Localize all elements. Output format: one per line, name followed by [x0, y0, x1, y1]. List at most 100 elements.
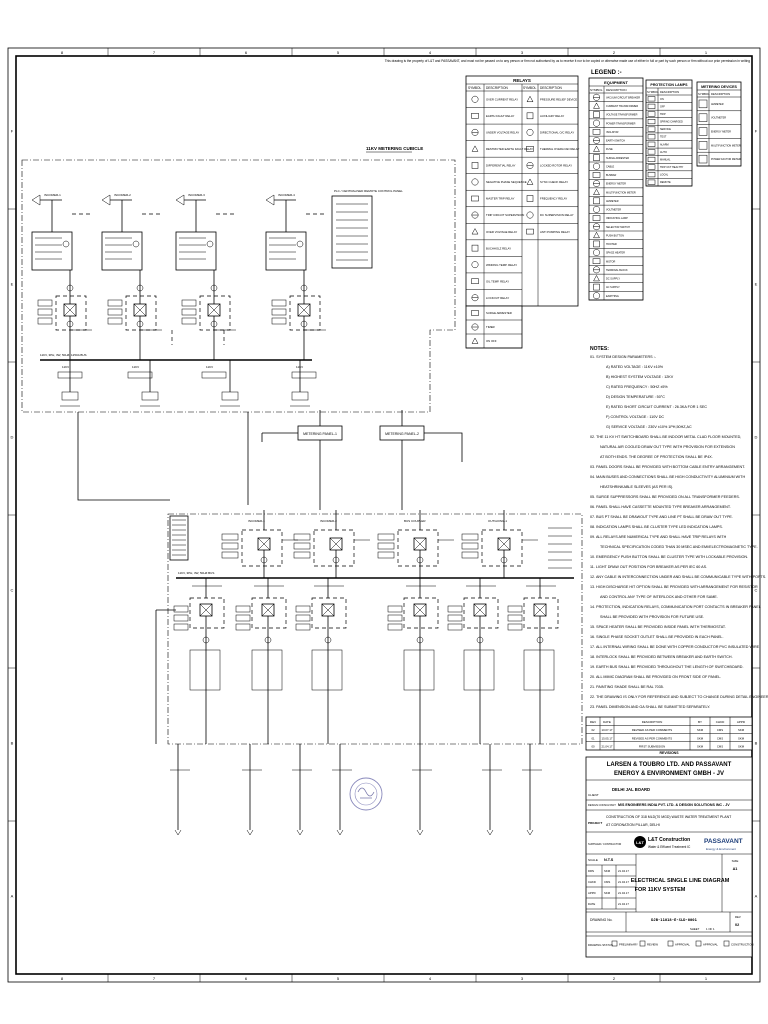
approval-stamp — [349, 777, 383, 811]
note-line: 11. LIGHT DRAW OUT POSITION FOR BREAKER … — [590, 565, 707, 569]
relay-panel-box — [101, 231, 143, 271]
revision-cell: 02 — [591, 728, 595, 732]
project-line-2: AT CORONATION PILLAR, DELHI — [606, 823, 660, 827]
relay-icon — [461, 542, 479, 550]
feeder-compartment — [311, 649, 343, 691]
passavant-sub: Energy & Environment — [706, 847, 736, 851]
scale-value: N.T.S — [604, 858, 614, 862]
lamp-legend-item: TRIP — [660, 113, 666, 116]
lamp-symbol — [647, 111, 656, 117]
plc-panel-label: PLC / CENTRALISED REMOTE CONTROL PANEL — [334, 189, 403, 193]
relay-icon — [221, 533, 239, 541]
revision-cell: SKM — [697, 728, 704, 732]
feeder-compartment — [523, 649, 555, 691]
svg-text:11KV: 11KV — [206, 365, 213, 369]
lamp-symbol — [647, 126, 656, 132]
metering-panel-2-label: METERING PANEL-2 — [385, 432, 419, 436]
relay-legend-item: DC SUPERVISION RELAY — [540, 213, 574, 217]
legend-symbol — [471, 195, 479, 202]
frame-row-label: D — [755, 435, 758, 440]
incomer-label: INCOMER-4 — [278, 193, 295, 197]
feeder-compartment — [251, 649, 283, 691]
note-line: TECHNICAL SPECIFICATION CODED THAN 30 MS… — [600, 545, 758, 549]
lamp-legend-item: LOCAL — [660, 174, 669, 177]
svg-text:11KV: 11KV — [296, 365, 303, 369]
breaker-cross — [321, 603, 335, 617]
feeder-compartment — [403, 649, 435, 691]
legend-symbol — [593, 283, 600, 291]
note-line: 02. THE 11 KV HT SWITCHBOARD SHALL BE IN… — [590, 435, 741, 439]
relay-icon — [295, 605, 311, 613]
relay-icon — [507, 605, 523, 613]
arrow-icon — [174, 829, 182, 836]
metering-legend-item: VOLTMETER — [711, 117, 726, 120]
equipment-legend-item: ENERGY METER — [606, 183, 626, 186]
sign-role: APPD — [588, 891, 596, 895]
frame-row-label: A — [755, 894, 758, 899]
incomer-label: INCOMER-2 — [114, 193, 131, 197]
equipment-legend-item: SPACE HEATER — [606, 252, 625, 255]
feeder-compartment — [189, 649, 221, 691]
breaker-truck — [251, 597, 287, 629]
sign-name: CMS — [604, 880, 610, 884]
lamp-legend-item: OFF — [660, 105, 665, 108]
relay-icon — [293, 551, 311, 559]
legend-symbol — [526, 146, 534, 152]
legend-symbol — [593, 154, 600, 161]
legend-symbol — [593, 205, 600, 213]
equipment-legend-item: MULTIFUNCTION METER — [606, 191, 636, 194]
meter-icon — [206, 240, 214, 248]
relay-legend-item: OVER CURRENT RELAY — [486, 97, 518, 101]
lamp-symbol — [647, 103, 656, 109]
frame-row-label: F — [11, 129, 14, 134]
drawing-no-label: DRAWING No. — [590, 918, 613, 922]
relay-legend-item: THERMAL OVERLOAD RELAY — [540, 147, 579, 151]
frame-column-label: 3 — [521, 976, 524, 981]
relay-icon — [377, 551, 395, 559]
incomer-label: INCOMER-3 — [188, 193, 205, 197]
outgoing-cell — [387, 578, 439, 744]
frame-column-label: 6 — [245, 50, 248, 55]
outgoing-cell — [173, 578, 225, 744]
ct-icon — [536, 636, 544, 644]
note-line: SHALL BE PROVIDED WITH PROVISION FOR FUT… — [600, 615, 704, 619]
relay-icon — [221, 551, 239, 559]
legend-symbol — [593, 188, 600, 195]
metering-col-symbol: SYMBOL — [698, 92, 710, 96]
meter-symbol — [698, 154, 708, 164]
ct-icon — [416, 556, 424, 564]
note-line: AND CONTROL ANY TYPE OF INTERLOCK AND OT… — [600, 595, 718, 599]
status-option-label: REVIEW — [647, 943, 658, 947]
relay-legend-item: PRESSURE RELIEF DEVICE — [540, 97, 577, 101]
legend-symbol — [593, 136, 600, 144]
relay-legend-item: FREQUENCY RELAY — [540, 197, 567, 201]
breaker-truck — [199, 295, 231, 331]
lamp-legend-item: TRIP CKT HEALTHY — [660, 166, 684, 169]
note-line: 03. PANEL DOORS SHALL BE PROVIDED WITH B… — [590, 465, 745, 469]
relay-icon — [293, 542, 311, 550]
feeder-cell: INCOMER-2 — [293, 510, 370, 578]
relay-icon — [507, 623, 523, 631]
legend-symbol — [471, 145, 479, 152]
metering-legend-item: AMMETER — [711, 103, 724, 106]
relay-icon — [235, 614, 251, 622]
protection-lamps-title: PROTECTION LAMPS — [650, 83, 688, 87]
legend-symbol — [593, 180, 600, 188]
breaker-cross — [261, 603, 275, 617]
note-line: 21. PAINTING SHADE SHALL BE RAL 7035. — [590, 685, 664, 689]
relay-icon — [377, 533, 395, 541]
revision-header: BY — [698, 720, 702, 724]
equipment-legend-table: EQUIPMENT SYMBOL DESCRIPTION VACUUM CIRC… — [588, 77, 644, 301]
relay-icon — [387, 605, 403, 613]
legend-symbol — [471, 211, 479, 219]
outgoing-cell — [295, 578, 347, 744]
lamp-legend-item: ALARM — [660, 143, 669, 146]
revision-header: DESCRIPTION — [642, 720, 663, 724]
note-line: C) RATED FREQUENCY : 50HZ ±5% — [606, 385, 668, 389]
plc-panel-box — [331, 195, 373, 269]
lt-logo-mark: L&T — [636, 840, 644, 845]
